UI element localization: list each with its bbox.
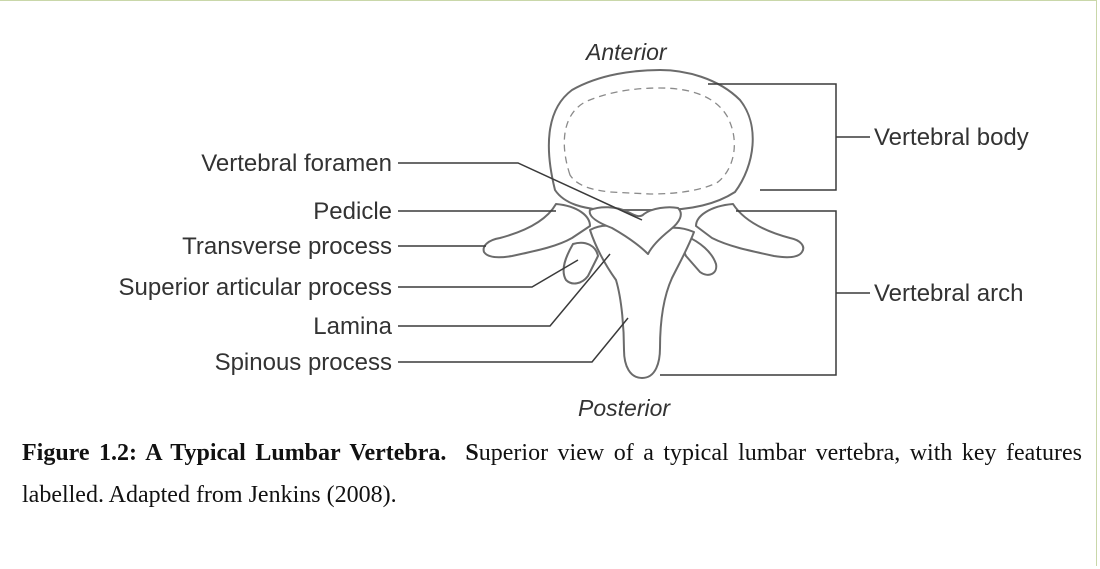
label-pedicle: Pedicle (313, 198, 392, 225)
caption-lead-letter: S (465, 440, 478, 466)
vertebral-body-shape (549, 70, 753, 210)
label-vertebral-body: Vertebral body (874, 124, 1029, 151)
label-lamina: Lamina (313, 313, 392, 340)
posterior-label: Posterior (578, 395, 671, 421)
label-spinous-process: Spinous process (215, 349, 392, 376)
label-vertebral-foramen: Vertebral foramen (201, 150, 392, 177)
leader-spinous-process (398, 318, 628, 362)
anterior-label: Anterior (584, 39, 668, 65)
right-transverse-process-shape (696, 204, 803, 257)
figure-caption: Figure 1.2: A Typical Lumbar Vertebra. S… (22, 432, 1082, 516)
vertebra-diagram: Anterior Posterior Vertebral foramen Ped… (0, 0, 1100, 430)
label-superior-articular-process: Superior articular process (119, 274, 392, 301)
label-vertebral-arch: Vertebral arch (874, 280, 1023, 307)
caption-title: Figure 1.2: A Typical Lumbar Vertebra. (22, 440, 446, 466)
leader-superior-articular-process (398, 260, 578, 287)
left-articular-process-shape (564, 243, 598, 284)
label-transverse-process: Transverse process (182, 233, 392, 260)
